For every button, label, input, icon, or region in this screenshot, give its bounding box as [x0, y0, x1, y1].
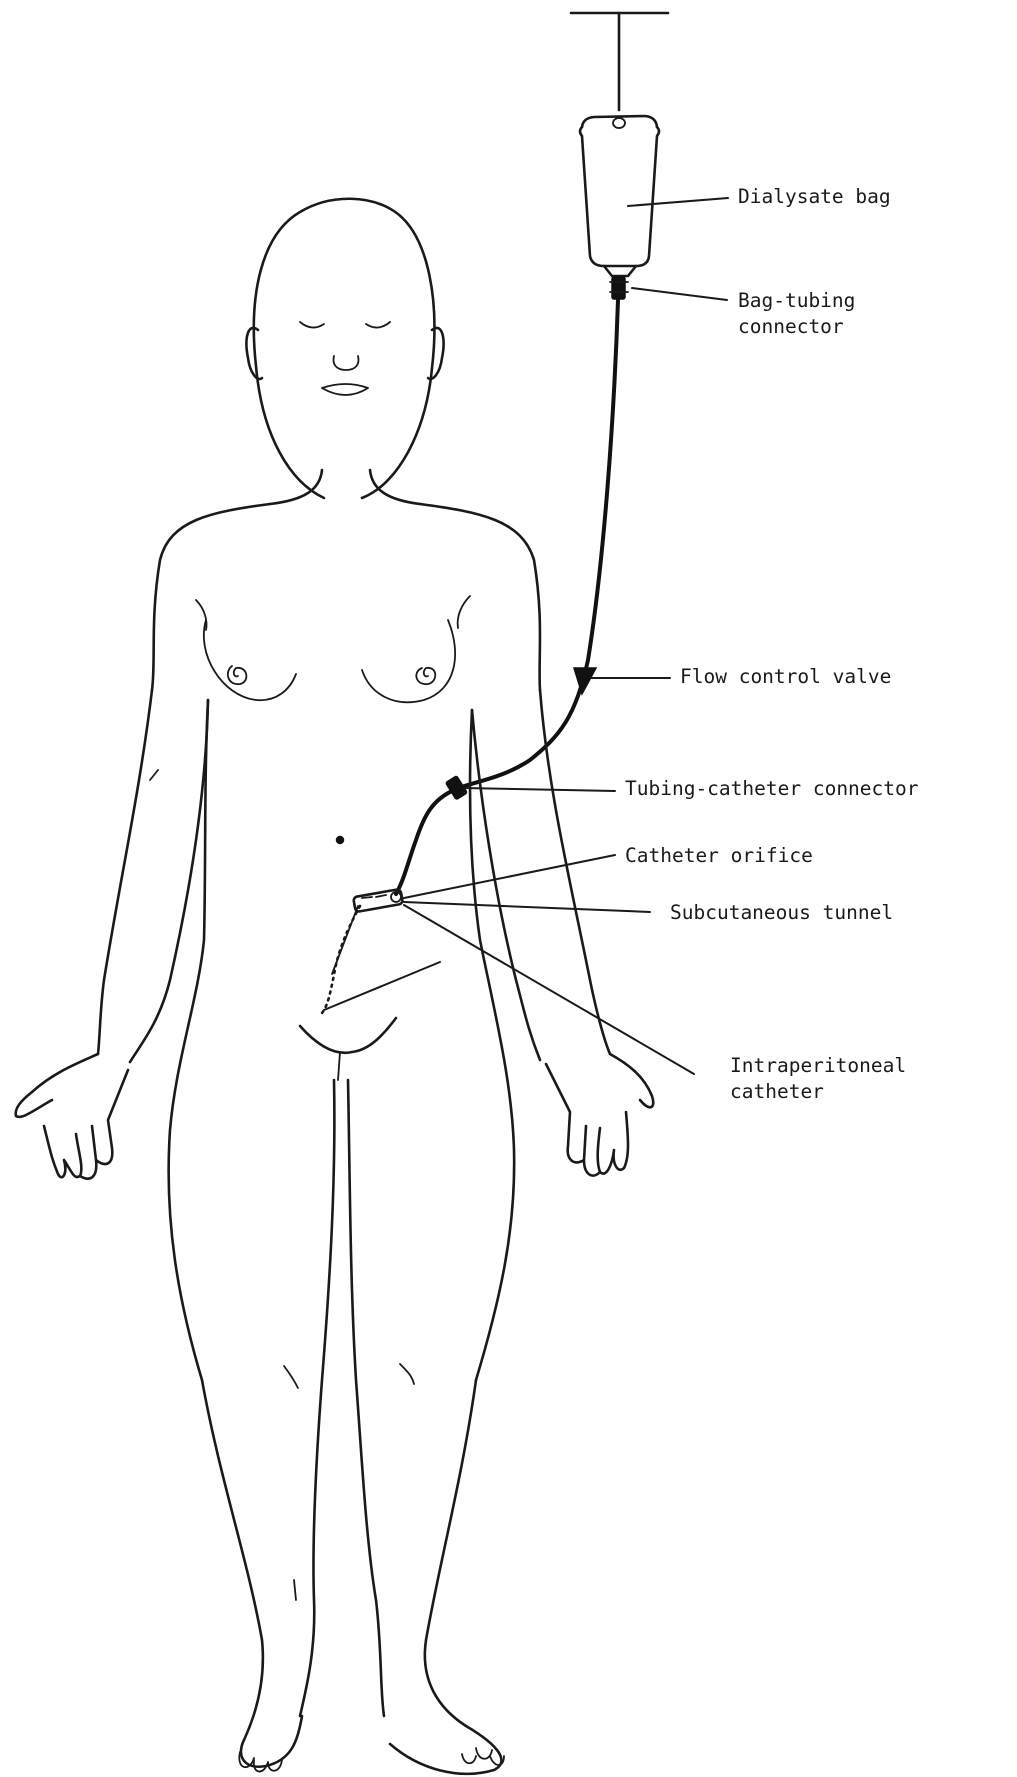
label-bag-tubing-connector-line2: connector — [738, 314, 844, 339]
label-catheter-orifice: Catheter orifice — [625, 843, 813, 868]
catheter-orifice — [353, 889, 403, 912]
label-intraperitoneal-catheter-line2: catheter — [730, 1079, 824, 1104]
iv-stand — [571, 13, 668, 110]
leader-lines — [324, 198, 728, 1074]
label-tubing-catheter-connector: Tubing-catheter connector — [625, 776, 919, 801]
groin — [300, 1018, 396, 1053]
bag-tubing-connector — [610, 277, 628, 299]
flow-control-valve — [574, 668, 596, 694]
neck-right — [370, 470, 420, 504]
groin-line — [338, 1052, 340, 1080]
breast-left — [204, 620, 296, 700]
label-subcutaneous-tunnel: Subcutaneous tunnel — [670, 900, 893, 925]
subcutaneous-tunnel — [332, 906, 358, 974]
nose — [334, 356, 359, 370]
nipple-left — [228, 666, 247, 684]
hand-left — [16, 1054, 128, 1179]
leg-left-inner — [300, 1080, 334, 1716]
arm-left-outer — [98, 690, 152, 1054]
eye-left — [300, 322, 324, 328]
mouth — [322, 384, 368, 395]
wrist-mark-left — [150, 770, 158, 780]
arm-right-outer — [540, 690, 610, 1054]
shin-mark — [294, 1580, 296, 1600]
nipple-right — [416, 668, 435, 684]
torso-right — [470, 710, 514, 1380]
leg-right-outer — [390, 1380, 501, 1774]
dialysate-bag — [580, 116, 659, 276]
label-flow-control-valve: Flow control valve — [680, 664, 891, 689]
shoulder-left — [152, 504, 270, 690]
breast-right — [362, 620, 455, 702]
knee-right — [400, 1364, 414, 1384]
shoulder-right — [420, 504, 540, 690]
leg-right-inner — [348, 1080, 384, 1716]
hand-right — [546, 1054, 653, 1176]
knee-left — [284, 1366, 298, 1388]
ear-right — [428, 328, 444, 379]
label-intraperitoneal-catheter-line1: Intraperitoneal — [730, 1053, 906, 1078]
leg-left-outer — [202, 1380, 302, 1767]
label-dialysate-bag: Dialysate bag — [738, 184, 891, 209]
breast-mark-right — [458, 596, 470, 628]
human-figure — [16, 199, 654, 1774]
navel — [337, 837, 344, 844]
eye-right — [366, 322, 390, 328]
label-bag-tubing-connector-line1: Bag-tubing — [738, 288, 855, 313]
head — [254, 199, 435, 498]
